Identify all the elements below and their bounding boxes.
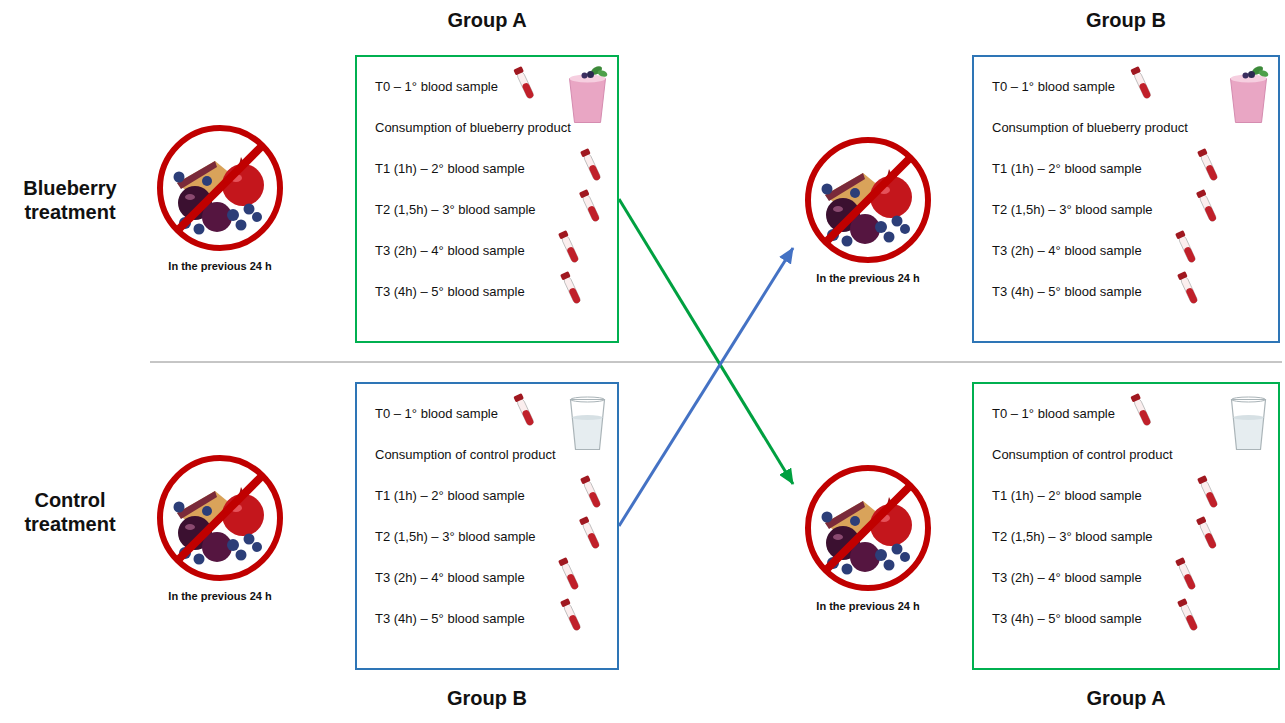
step-text: T1 (1h) – 2° blood sample (992, 161, 1142, 177)
blood-tube (1196, 516, 1218, 550)
icon-ground (160, 128, 280, 248)
procedure-box: Group BT0 – 1° blood sampleConsumption o… (355, 382, 619, 670)
fruit-picture (174, 487, 265, 565)
prohibition-slash (826, 158, 910, 242)
row-label: Blueberry treatment (8, 176, 132, 224)
blood-tube (558, 230, 580, 264)
icon-ground (808, 468, 928, 588)
blood-tube (1197, 475, 1219, 509)
prohibition-slash (178, 476, 262, 560)
blood-tube (579, 516, 601, 550)
blood-tube (1175, 230, 1197, 264)
blood-tube (1130, 393, 1152, 427)
step-text: Consumption of control product (375, 447, 556, 463)
blood-tube (1177, 271, 1199, 305)
step-text: T2 (1,5h) – 3° blood sample (375, 529, 536, 545)
icon-caption: In the previous 24 h (145, 589, 295, 603)
icon-caption: In the previous 24 h (145, 259, 295, 273)
step-text: T3 (4h) – 5° blood sample (992, 611, 1142, 627)
prohibition-ring (160, 128, 280, 248)
procedure-box: Group BT0 – 1° blood sampleConsumption o… (972, 55, 1280, 343)
box-pictures (357, 57, 621, 345)
no-fruit-icon: In the previous 24 h (145, 451, 295, 607)
blood-tube (580, 148, 602, 182)
blood-tube (513, 393, 535, 427)
no-fruit-picture (145, 451, 295, 585)
prohibition-ring (808, 140, 928, 260)
step-text: T3 (2h) – 4° blood sample (992, 243, 1142, 259)
step-text: Consumption of blueberry product (375, 120, 571, 136)
fruit-picture (174, 157, 265, 235)
no-fruit-icon: In the previous 24 h (793, 133, 943, 289)
smoothie-glass (1231, 64, 1270, 122)
group-heading: Group A (357, 8, 617, 32)
step-text: T0 – 1° blood sample (375, 79, 498, 95)
group-heading: Group A (974, 686, 1278, 710)
fruit-picture (822, 497, 913, 575)
blood-tube (1130, 66, 1152, 100)
procedure-box: Group AT0 – 1° blood sampleConsumption o… (972, 382, 1280, 670)
step-text: T3 (2h) – 4° blood sample (992, 570, 1142, 586)
blood-tube (1175, 557, 1197, 591)
icon-caption: In the previous 24 h (793, 599, 943, 613)
group-heading: Group B (974, 8, 1278, 32)
no-fruit-icon: In the previous 24 h (793, 461, 943, 617)
group-heading: Group B (357, 686, 617, 710)
box-pictures (357, 384, 621, 672)
step-text: T1 (1h) – 2° blood sample (992, 488, 1142, 504)
blood-tube (1197, 148, 1219, 182)
no-fruit-picture (145, 121, 295, 255)
step-text: T2 (1,5h) – 3° blood sample (375, 202, 536, 218)
prohibition-ring (160, 458, 280, 578)
icon-caption: In the previous 24 h (793, 271, 943, 285)
prohibition-slash (826, 486, 910, 570)
step-text: T0 – 1° blood sample (992, 79, 1115, 95)
no-fruit-icon: In the previous 24 h (145, 121, 295, 277)
step-text: T1 (1h) – 2° blood sample (375, 161, 525, 177)
step-text: T3 (2h) – 4° blood sample (375, 570, 525, 586)
connector-layer (619, 199, 793, 526)
box-pictures (974, 57, 1282, 345)
step-text: T2 (1,5h) – 3° blood sample (992, 529, 1153, 545)
no-fruit-picture (793, 461, 943, 595)
divider-line (150, 362, 1282, 363)
water-glass (1232, 397, 1266, 450)
blood-tube (1177, 598, 1199, 632)
blood-tube (580, 475, 602, 509)
blood-tube (558, 557, 580, 591)
icon-ground (160, 458, 280, 578)
water-glass (571, 397, 605, 450)
step-text: Consumption of control product (992, 447, 1173, 463)
blood-tube (560, 598, 582, 632)
step-text: T3 (4h) – 5° blood sample (375, 611, 525, 627)
blood-tube (560, 271, 582, 305)
step-text: T1 (1h) – 2° blood sample (375, 488, 525, 504)
step-text: T2 (1,5h) – 3° blood sample (992, 202, 1153, 218)
blood-tube (1196, 189, 1218, 223)
prohibition-ring (808, 468, 928, 588)
smoothie-glass (570, 64, 609, 122)
no-fruit-picture (793, 133, 943, 267)
procedure-box: Group AT0 – 1° blood sampleConsumption o… (355, 55, 619, 343)
crossover-arrow (619, 248, 793, 526)
step-text: T3 (4h) – 5° blood sample (375, 284, 525, 300)
blood-tube (579, 189, 601, 223)
step-text: T3 (4h) – 5° blood sample (992, 284, 1142, 300)
row-label: Control treatment (8, 488, 132, 536)
prohibition-slash (178, 146, 262, 230)
step-text: T0 – 1° blood sample (992, 406, 1115, 422)
step-text: Consumption of blueberry product (992, 120, 1188, 136)
icon-ground (808, 140, 928, 260)
step-text: T0 – 1° blood sample (375, 406, 498, 422)
box-pictures (974, 384, 1282, 672)
step-text: T3 (2h) – 4° blood sample (375, 243, 525, 259)
blood-tube (513, 66, 535, 100)
crossover-arrow (619, 199, 793, 484)
fruit-picture (822, 169, 913, 247)
